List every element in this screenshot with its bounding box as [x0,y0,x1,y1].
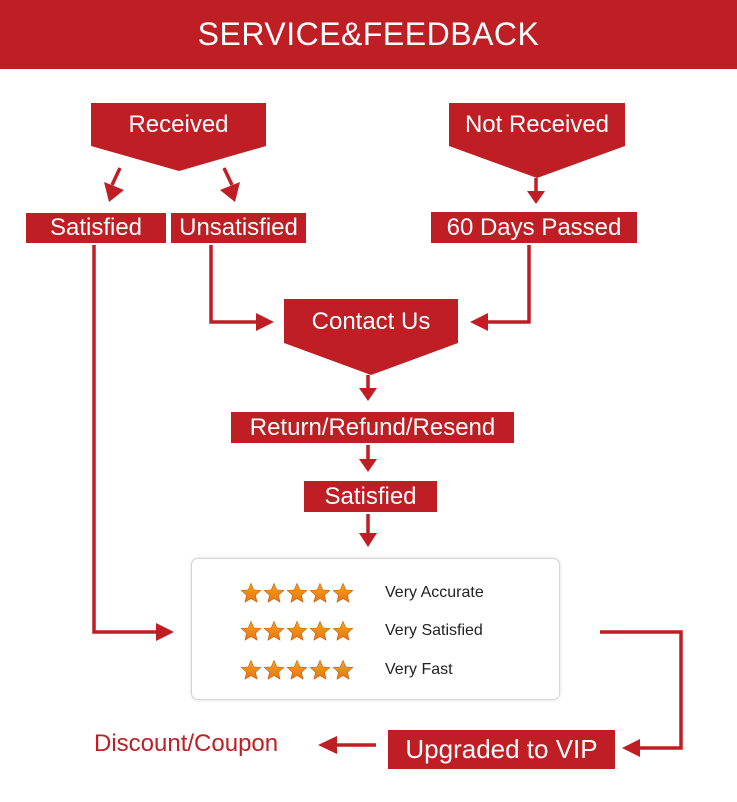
node-satisfied-center: Satisfied [304,481,437,512]
star-icon [286,620,308,641]
rating-label: Very Accurate [385,584,484,601]
star-icon [332,582,354,603]
node-contact-us-label: Contact Us [311,308,431,335]
node-satisfied-left-label: Satisfied [49,214,143,241]
star-icon [263,659,285,680]
star-icon [263,620,285,641]
star-icon [286,582,308,603]
star-icon [240,582,262,603]
star-rating [240,582,385,604]
arrow-return-to-satisfied [359,445,377,472]
arrow-contact-us-to-return [359,375,377,401]
star-icon [309,659,331,680]
not-received-shape [449,103,625,178]
node-upgraded-vip: Upgraded to VIP [388,730,615,769]
arrow-ratings-to-vip [600,630,683,757]
node-discount-coupon: Discount/Coupon [94,730,278,758]
star-icon [309,582,331,603]
rating-row: Very Fast [240,657,453,683]
node-satisfied-left: Satisfied [26,213,166,243]
star-icon [263,582,285,603]
received-shape [91,103,266,171]
rating-label: Very Fast [385,661,453,678]
node-discount-coupon-label: Discount/Coupon [94,730,279,757]
node-received-label: Received [128,111,229,138]
node-not-received: Not Received [449,111,625,139]
star-icon [240,659,262,680]
arrow-received-to-unsatisfied [220,167,240,202]
node-60-days-label: 60 Days Passed [446,213,622,241]
node-return-refund: Return/Refund/Resend [231,412,514,443]
star-rating [240,659,385,681]
arrow-received-to-satisfied [104,167,124,202]
node-contact-us: Contact Us [284,308,458,336]
star-rating [240,620,385,642]
node-received: Received [91,111,266,139]
rating-row: Very Accurate [240,580,484,606]
arrow-vip-to-discount [318,736,376,754]
star-icon [286,659,308,680]
star-icon [332,620,354,641]
rating-label: Very Satisfied [385,622,483,639]
star-icon [309,620,331,641]
star-icon [240,620,262,641]
rating-row: Very Satisfied [240,618,483,644]
rating-panel: Very Accurate Very Satisfied Very Fast [191,558,560,700]
node-not-received-label: Not Received [464,111,610,138]
contact-us-shape [284,299,458,375]
node-upgraded-vip-label: Upgraded to VIP [405,734,598,764]
arrow-satisfied-to-ratings [359,514,377,547]
node-60-days-passed: 60 Days Passed [431,212,637,243]
star-icon [332,659,354,680]
node-unsatisfied-label: Unsatisfied [179,214,298,241]
arrow-satisfied-left-to-ratings [92,245,174,641]
node-unsatisfied: Unsatisfied [171,213,306,243]
arrow-not-received-to-60-days [527,178,545,204]
node-satisfied-center-label: Satisfied [324,482,417,510]
arrow-60-days-to-contact-us [470,245,531,331]
page-title: SERVICE&FEEDBACK [0,0,737,69]
page-title-text: SERVICE&FEEDBACK [197,16,540,52]
arrow-unsatisfied-to-contact-us [209,245,274,331]
node-return-refund-label: Return/Refund/Resend [249,413,496,441]
